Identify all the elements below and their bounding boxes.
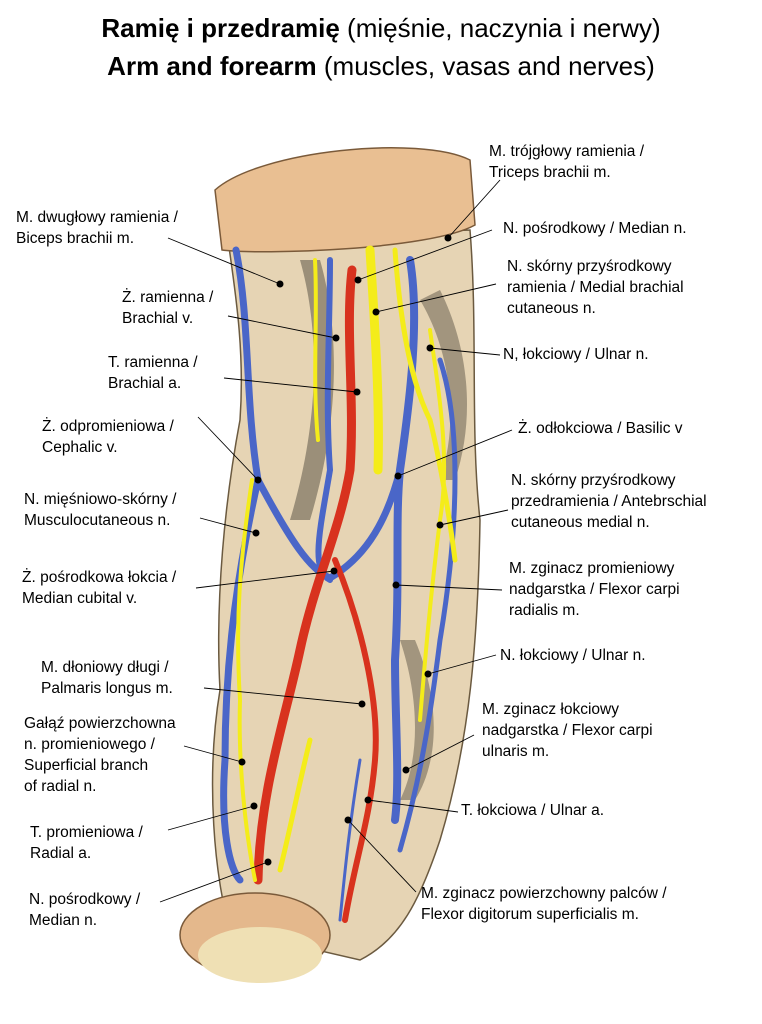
nerves [236,245,458,882]
ulnar-artery [332,557,379,923]
label-ulnar-artery: T. łokciowa / Ulnar a. [461,802,604,819]
label-cephalic-vein: Ż. odpromieniowa /Cephalic v. [42,418,174,456]
label-ulnar-nerve-upper: N, łokciowy / Ulnar n. [503,346,649,363]
label-ulnar-nerve-lower: N. łokciowy / Ulnar n. [500,647,646,664]
label-median-nerve-lower: N. pośrodkowy /Median n. [29,891,141,929]
title-polish: Ramię i przedramię (mięśnie, naczynia i … [0,12,762,44]
title-polish-rest: (mięśnie, naczynia i nerwy) [339,13,661,43]
artery [253,265,357,885]
title-english: Arm and forearm (muscles, vasas and nerv… [0,50,762,82]
muscle-shadow [290,260,334,520]
label-median-cubital-vein: Ż. pośrodkowa łokcia /Median cubital v. [22,569,177,607]
leader-dots [238,234,452,866]
label-biceps-brachii: M. dwugłowy ramienia /Biceps brachii m. [16,209,178,247]
upper-section-cut [214,147,476,253]
label-brachial-vein: Ż. ramienna /Brachial v. [122,289,214,327]
label-palmaris-longus: M. dłoniowy długi /Palmaris longus m. [41,659,173,697]
title-polish-bold: Ramię i przedramię [101,13,340,43]
title-english-bold: Arm and forearm [107,51,317,81]
label-flexor-digitorum-superficialis: M. zginacz powierzchowny palców /Flexor … [421,885,667,923]
label-radial-artery: T. promieniowa /Radial a. [30,824,143,862]
lower-section-face [198,927,322,983]
label-brachial-artery: T. ramienna /Brachial a. [108,354,198,392]
leader-lines [159,179,513,903]
label-median-nerve-upper: N. pośrodkowy / Median n. [503,220,687,237]
label-basilic-vein: Ż. odłokciowa / Basilic v [518,420,683,437]
label-triceps-brachii: M. trójgłowy ramienia /Triceps brachii m… [489,143,645,181]
title-english-rest: (muscles, vasas and nerves) [316,51,655,81]
label-musculocutaneous-nerve: N. mięśniowo-skórny /Musculocutaneous n. [24,491,177,529]
